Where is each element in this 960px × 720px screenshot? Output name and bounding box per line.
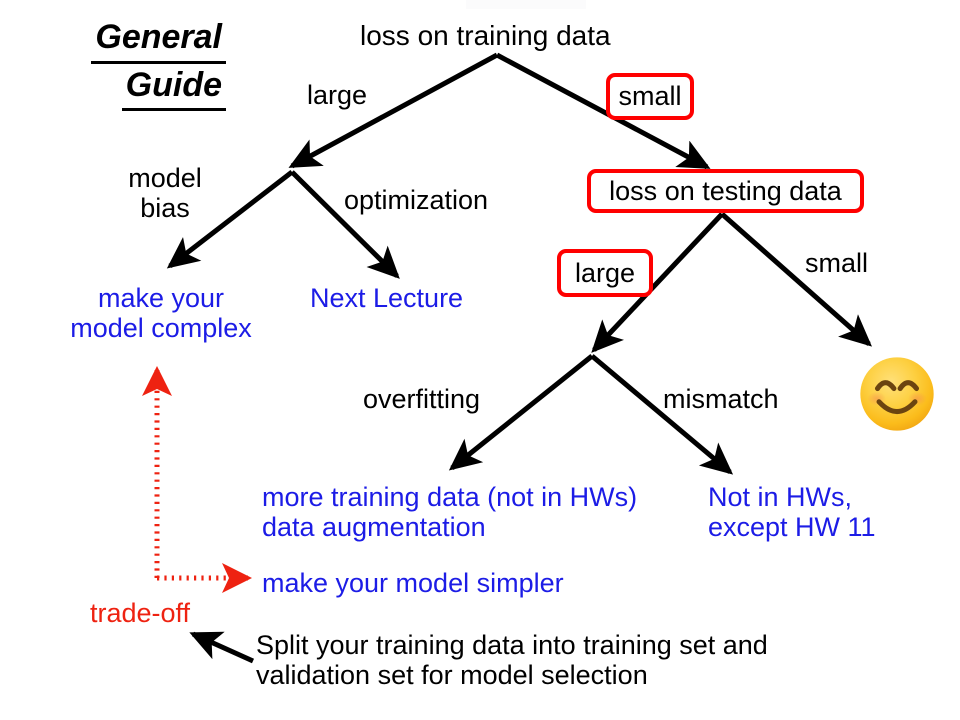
page-title: General Guide: [36, 16, 226, 112]
leaf-more-training-data: more training data (not in HWs) data aug…: [262, 482, 638, 543]
edge-train-large: [288, 52, 499, 169]
edge-label-test-large-highlight: large: [557, 249, 653, 297]
edge-label-test-large: large: [574, 257, 636, 288]
page-title-line-2: Guide: [36, 64, 226, 112]
smiling-face-icon: [860, 357, 934, 431]
edge-label-overfitting: overfitting: [363, 384, 481, 414]
leaf-make-your-model-simpler: make your model simpler: [262, 568, 564, 598]
leaf-not-in-hws: Not in HWs, except HW 11: [708, 482, 876, 543]
edge-label-test-small: small: [805, 248, 869, 278]
page-title-line-1: General: [36, 16, 226, 64]
leaf-make-your-model-complex: make your model complex: [70, 283, 252, 344]
edge-label-train-large: large: [307, 80, 368, 110]
edge-label-train-small-highlight: small: [606, 73, 694, 120]
edge-label-optimization: optimization: [344, 185, 489, 215]
edge-label-mismatch: mismatch: [663, 384, 779, 414]
node-loss-on-training-data: loss on training data: [360, 20, 611, 51]
edge-label-train-small: small: [618, 81, 682, 111]
leaf-next-lecture: Next Lecture: [310, 283, 464, 313]
node-loss-on-testing-data-highlight: loss on testing data: [587, 169, 864, 213]
edge-split-to-tradeoff: [189, 631, 255, 664]
edge-label-model-bias: model bias: [128, 163, 202, 224]
node-loss-on-testing-data: loss on testing data: [609, 175, 842, 206]
annotation-trade-off: trade-off: [90, 598, 191, 628]
slide-top-artifact: [466, 0, 586, 9]
edge-test-small: [720, 212, 872, 347]
annotation-split-training-data: Split your training data into training s…: [256, 630, 768, 691]
